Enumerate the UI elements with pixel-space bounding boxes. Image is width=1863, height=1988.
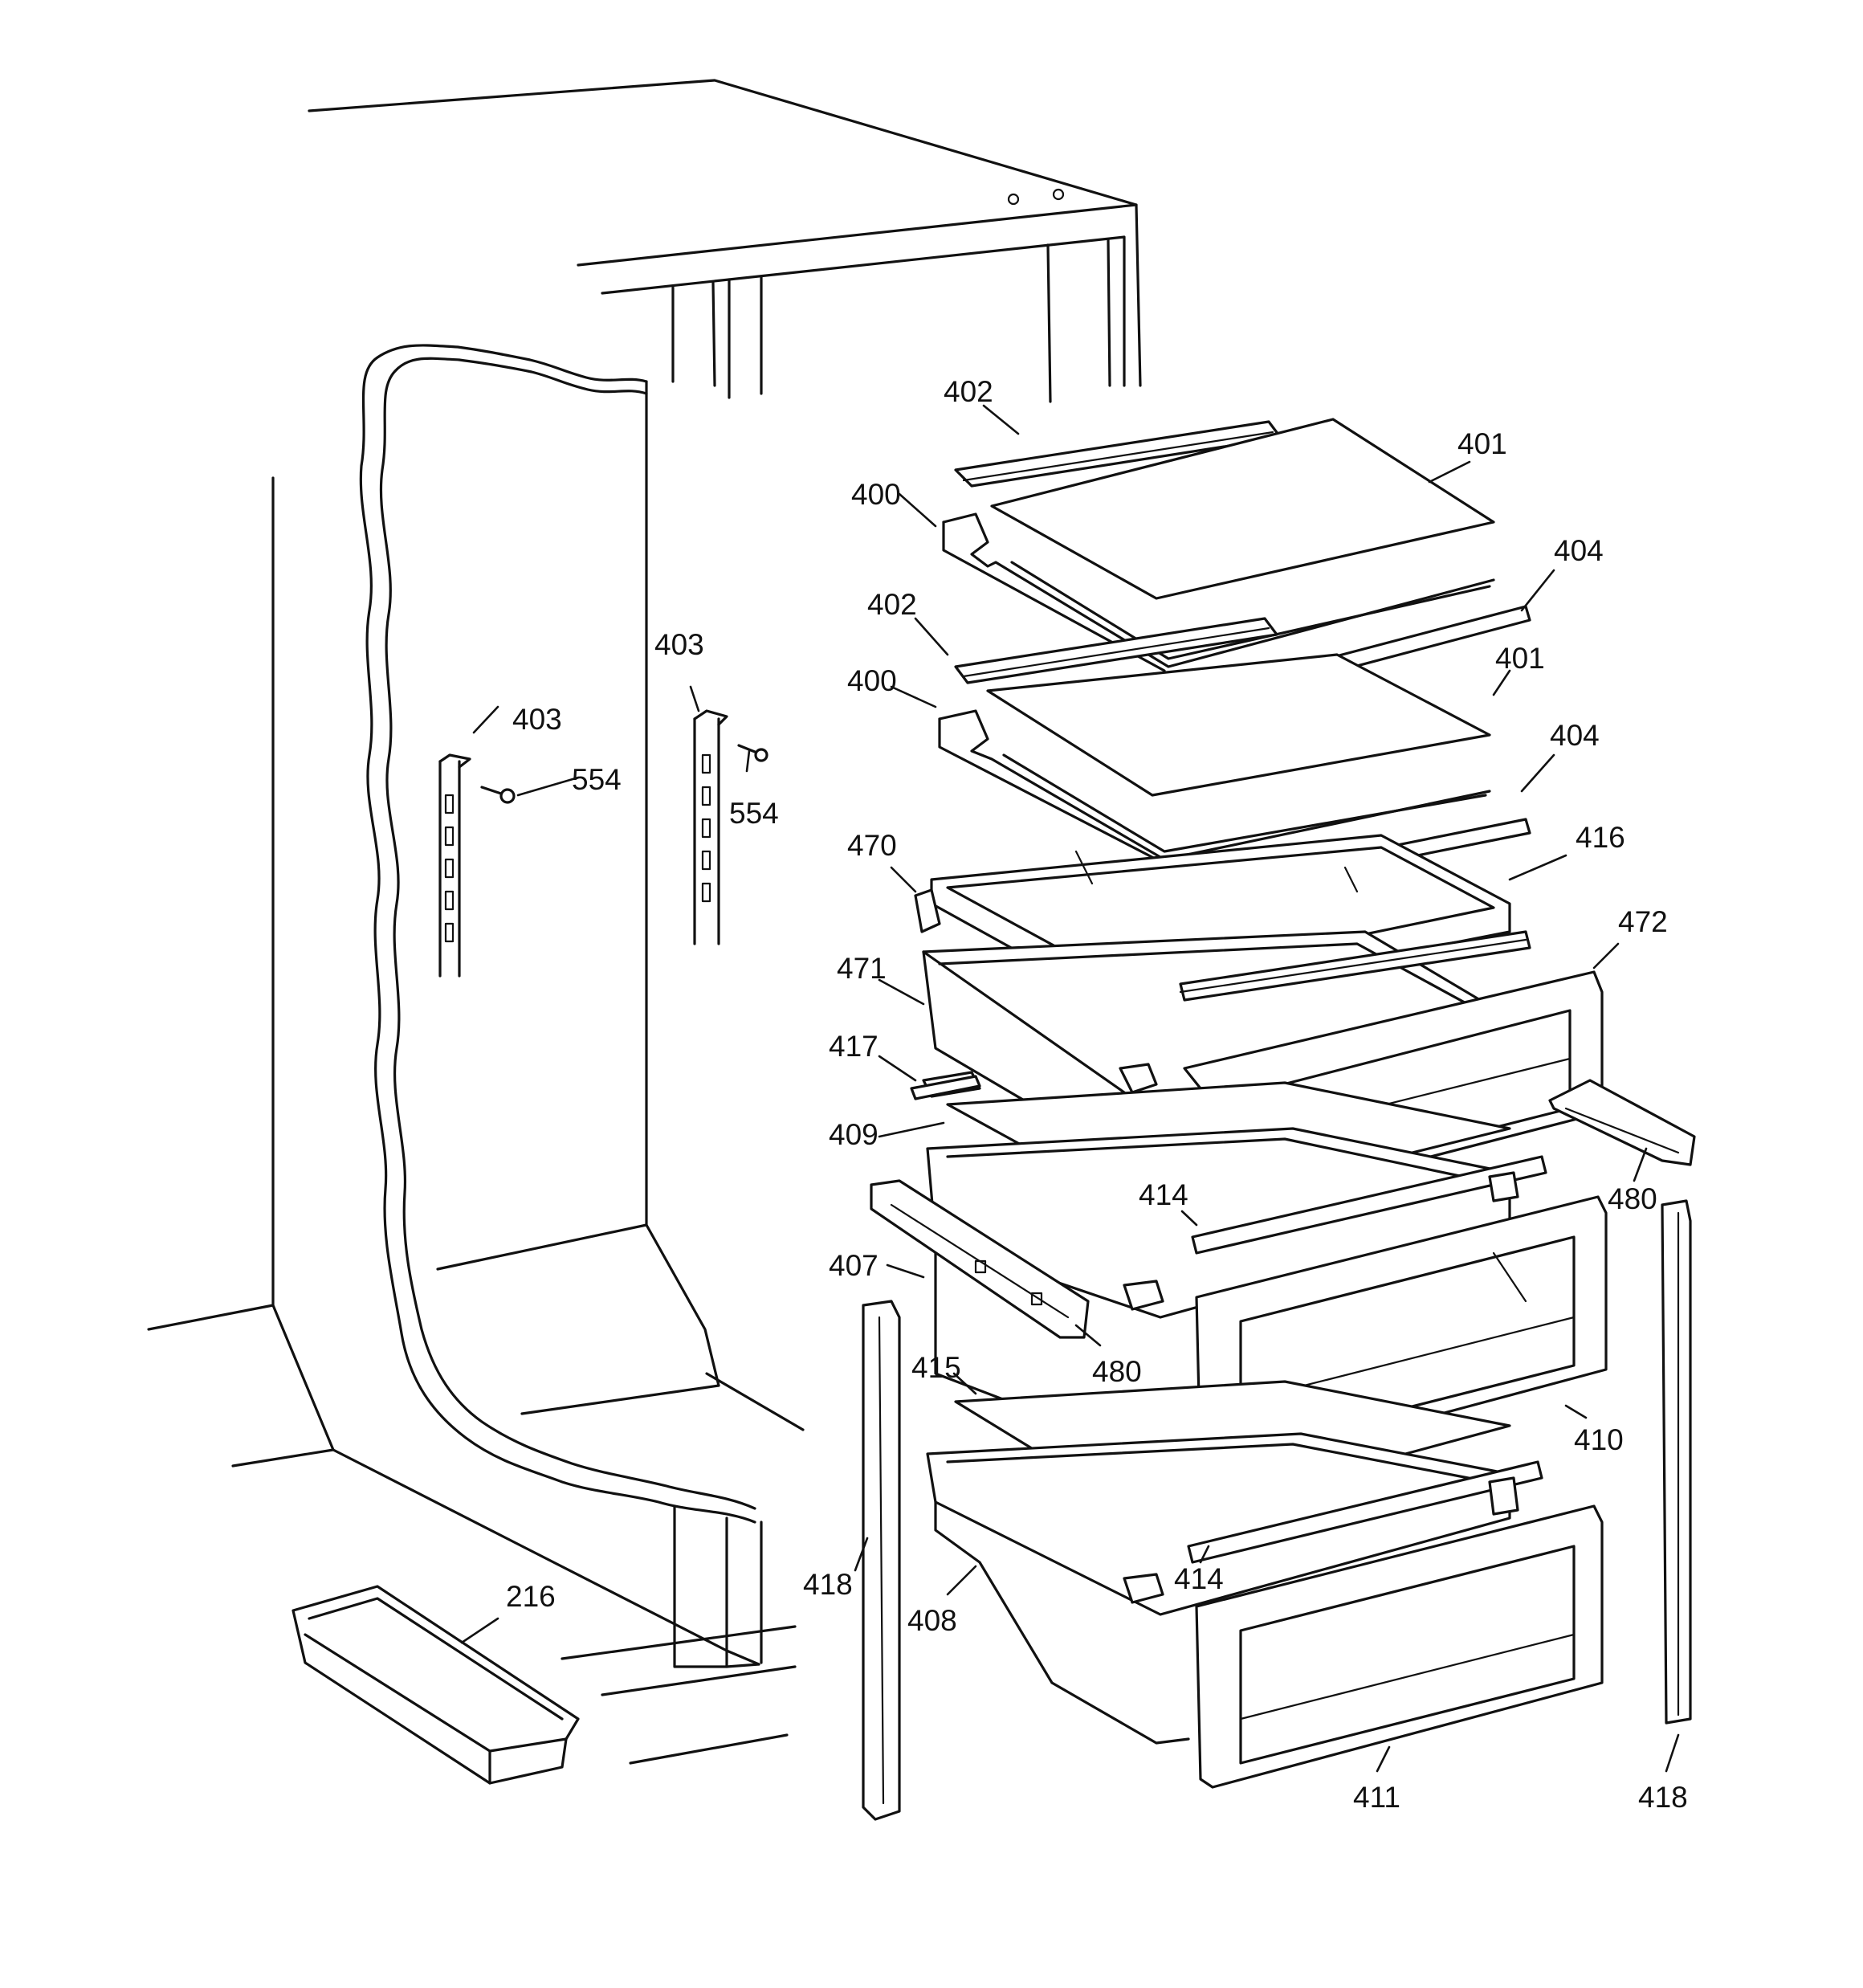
label-416: 416 — [1576, 821, 1625, 854]
leader-lines — [460, 404, 1680, 1773]
label-407: 407 — [829, 1249, 879, 1282]
label-472: 472 — [1618, 905, 1668, 938]
drawer-rail-left — [870, 1179, 1090, 1339]
label-402: 402 — [944, 375, 993, 408]
label-404: 404 — [1554, 534, 1604, 567]
label-415: 415 — [911, 1351, 961, 1384]
label-418: 418 — [803, 1568, 853, 1601]
label-403: 403 — [654, 628, 704, 661]
label-414: 414 — [1139, 1178, 1188, 1211]
part-labels: 402 401 400 404 402 403 400 401 403 554 … — [506, 375, 1688, 1814]
label-408: 408 — [907, 1604, 957, 1637]
label-409: 409 — [829, 1118, 879, 1151]
label-418: 418 — [1638, 1781, 1688, 1814]
label-402: 402 — [867, 588, 917, 621]
label-400: 400 — [847, 664, 897, 697]
label-403: 403 — [512, 703, 562, 736]
lower-drawer — [926, 1432, 1604, 1789]
label-404: 404 — [1550, 719, 1600, 752]
shelf-ladder-left — [438, 753, 516, 978]
label-414: 414 — [1174, 1562, 1224, 1595]
label-411: 411 — [1353, 1781, 1400, 1814]
label-470: 470 — [847, 829, 897, 862]
label-471: 471 — [837, 952, 887, 985]
drawer-rail-right — [1548, 1079, 1696, 1166]
label-401: 401 — [1457, 427, 1507, 460]
label-554: 554 — [729, 797, 779, 830]
slide-clip-417 — [910, 1075, 981, 1100]
label-401: 401 — [1495, 642, 1545, 675]
cabinet-outline — [147, 79, 1142, 1765]
label-480: 480 — [1092, 1355, 1142, 1388]
label-417: 417 — [829, 1030, 879, 1063]
shelf-ladder-right — [693, 709, 768, 945]
label-410: 410 — [1574, 1423, 1624, 1456]
storage-bin — [291, 1585, 580, 1785]
side-trim-right — [1661, 1199, 1692, 1725]
side-trim-left — [862, 1300, 901, 1821]
label-216: 216 — [506, 1580, 556, 1613]
label-400: 400 — [851, 478, 901, 511]
cutaway-edge — [359, 344, 756, 1524]
label-480: 480 — [1608, 1182, 1657, 1215]
label-554: 554 — [572, 763, 622, 796]
